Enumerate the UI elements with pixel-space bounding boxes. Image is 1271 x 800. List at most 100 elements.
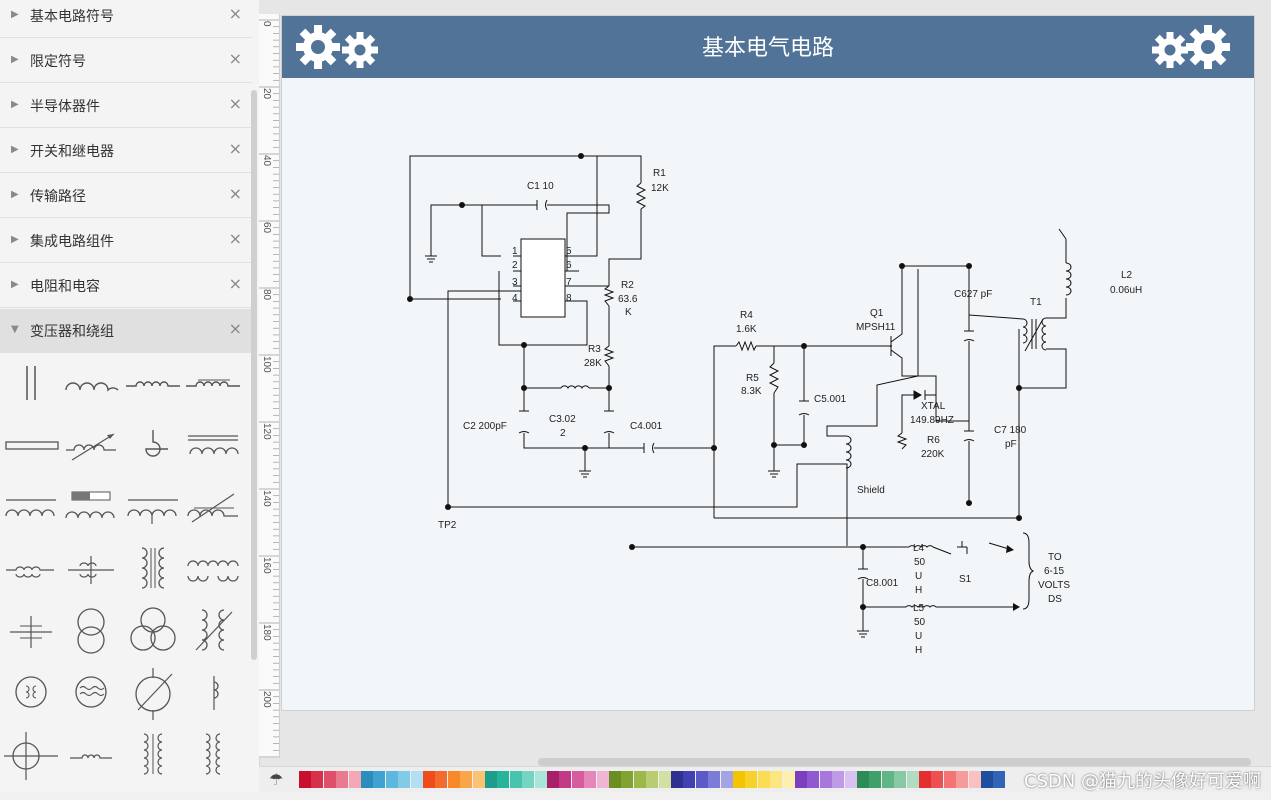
- color-swatch[interactable]: [633, 771, 646, 788]
- color-swatch[interactable]: [361, 771, 373, 788]
- color-swatch[interactable]: [472, 771, 485, 788]
- color-swatch[interactable]: [906, 771, 919, 788]
- color-swatch[interactable]: [497, 771, 510, 788]
- color-swatch[interactable]: [720, 771, 733, 788]
- color-swatch[interactable]: [733, 771, 745, 788]
- shape-variable-core[interactable]: [184, 478, 242, 536]
- sidebar-category[interactable]: ▶传输路径×: [0, 174, 252, 218]
- color-swatch[interactable]: [609, 771, 621, 788]
- shape-core-bar[interactable]: [2, 416, 60, 474]
- shape-winding-inline[interactable]: [62, 726, 120, 784]
- diagram-title[interactable]: 基本电气电路: [701, 36, 834, 61]
- shape-variable-winding[interactable]: [62, 416, 120, 474]
- color-swatch[interactable]: [931, 771, 944, 788]
- color-swatch[interactable]: [807, 771, 820, 788]
- color-swatch[interactable]: [571, 771, 584, 788]
- color-swatch[interactable]: [559, 771, 572, 788]
- color-swatch[interactable]: [336, 771, 349, 788]
- color-swatch[interactable]: [460, 771, 473, 788]
- color-swatch[interactable]: [435, 771, 448, 788]
- shape-winding-core-wide[interactable]: [2, 478, 60, 536]
- color-swatch[interactable]: [671, 771, 683, 788]
- close-icon[interactable]: ×: [228, 229, 242, 248]
- chevron-right-icon[interactable]: ▶: [11, 279, 19, 290]
- color-swatch[interactable]: [819, 771, 832, 788]
- color-swatch[interactable]: [410, 771, 423, 788]
- sidebar-category[interactable]: ▶基本电路符号×: [0, 0, 252, 38]
- color-swatch[interactable]: [447, 771, 460, 788]
- shape-two-circles[interactable]: [62, 602, 120, 660]
- color-swatch[interactable]: [993, 771, 1006, 788]
- color-swatch[interactable]: [832, 771, 845, 788]
- color-swatch[interactable]: [584, 771, 597, 788]
- color-swatch[interactable]: [745, 771, 758, 788]
- chevron-right-icon[interactable]: ▶: [11, 54, 19, 65]
- circuit-schematic[interactable]: R1 12K C1 10 R2 63.6 K R3 28K C2 200pF C…: [282, 78, 1254, 710]
- color-swatch[interactable]: [894, 771, 907, 788]
- shape-circle-waves[interactable]: [62, 664, 120, 722]
- color-swatch[interactable]: [869, 771, 882, 788]
- color-swatch[interactable]: [968, 771, 981, 788]
- color-swatch[interactable]: [943, 771, 956, 788]
- close-icon[interactable]: ×: [228, 49, 242, 68]
- color-swatch[interactable]: [373, 771, 386, 788]
- shape-transformer-three[interactable]: [124, 726, 182, 784]
- color-swatch[interactable]: [485, 771, 497, 788]
- color-swatch[interactable]: [795, 771, 807, 788]
- canvas-horizontal-scrollbar[interactable]: [538, 758, 1251, 766]
- shape-circle-axis[interactable]: [2, 726, 60, 784]
- shape-circle-winding[interactable]: [2, 664, 60, 722]
- shape-circle-variable[interactable]: [124, 664, 182, 722]
- color-swatch[interactable]: [757, 771, 770, 788]
- color-swatch[interactable]: [770, 771, 783, 788]
- color-swatch[interactable]: [658, 771, 671, 788]
- shape-winding-double-core[interactable]: [184, 416, 242, 474]
- shape-winding-tapped[interactable]: [124, 478, 182, 536]
- color-swatch[interactable]: [881, 771, 894, 788]
- chevron-right-icon[interactable]: ▶: [11, 234, 19, 245]
- shape-coil-vertical[interactable]: [184, 664, 242, 722]
- color-swatch[interactable]: [596, 771, 609, 788]
- shape-parallel-lines[interactable]: [2, 354, 60, 412]
- shape-winding-large[interactable]: [62, 354, 120, 412]
- paint-bucket-icon[interactable]: ☂: [269, 770, 284, 789]
- color-swatch[interactable]: [683, 771, 696, 788]
- color-swatch[interactable]: [323, 771, 336, 788]
- close-icon[interactable]: ×: [228, 139, 242, 158]
- sidebar-category[interactable]: ▶限定符号×: [0, 39, 252, 83]
- chevron-down-icon[interactable]: ▼: [11, 324, 19, 335]
- shape-winding-shielded[interactable]: [62, 478, 120, 536]
- sidebar-category[interactable]: ▶开关和继电器×: [0, 129, 252, 173]
- color-swatch[interactable]: [695, 771, 708, 788]
- chevron-right-icon[interactable]: ▶: [11, 99, 19, 110]
- color-swatch[interactable]: [956, 771, 969, 788]
- color-swatch[interactable]: [299, 771, 311, 788]
- close-icon[interactable]: ×: [228, 319, 242, 338]
- color-swatch[interactable]: [385, 771, 398, 788]
- shape-three-circles[interactable]: [124, 602, 182, 660]
- color-swatch[interactable]: [398, 771, 411, 788]
- color-swatch[interactable]: [509, 771, 522, 788]
- sidebar-scrollbar[interactable]: [251, 90, 257, 660]
- sidebar-category[interactable]: ▶半导体器件×: [0, 84, 252, 128]
- color-swatch[interactable]: [708, 771, 721, 788]
- color-swatch[interactable]: [919, 771, 931, 788]
- color-swatch[interactable]: [522, 771, 535, 788]
- close-icon[interactable]: ×: [228, 274, 242, 293]
- color-swatch[interactable]: [844, 771, 857, 788]
- shape-cross-winding[interactable]: [2, 602, 60, 660]
- color-swatch[interactable]: [782, 771, 795, 788]
- close-icon[interactable]: ×: [228, 184, 242, 203]
- shape-single-loop[interactable]: [124, 416, 182, 474]
- color-swatch[interactable]: [621, 771, 634, 788]
- color-swatch[interactable]: [423, 771, 435, 788]
- shape-winding-core[interactable]: [184, 354, 242, 412]
- shape-coupled-small[interactable]: [2, 540, 60, 598]
- color-swatch[interactable]: [857, 771, 869, 788]
- color-swatch[interactable]: [646, 771, 659, 788]
- shape-variable-transformer[interactable]: [184, 602, 242, 660]
- shape-transformer-vertical[interactable]: [124, 540, 182, 598]
- chevron-right-icon[interactable]: ▶: [11, 144, 19, 155]
- shape-transformer-double[interactable]: [184, 726, 242, 784]
- chevron-right-icon[interactable]: ▶: [11, 189, 19, 200]
